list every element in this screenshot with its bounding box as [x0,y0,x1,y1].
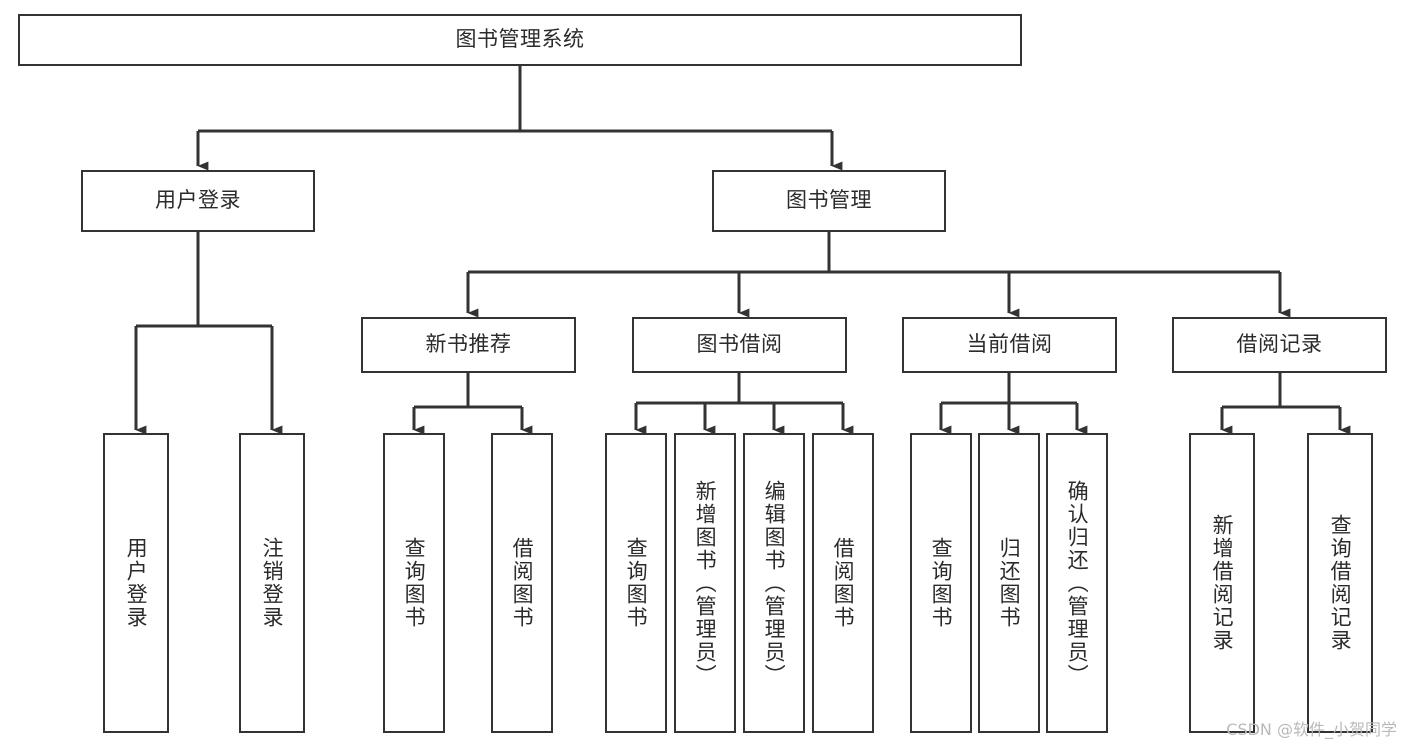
node-leaf-query-book-1[interactable]: 查询图书 [383,433,445,733]
node-leaf-return-book[interactable]: 归还图书 [978,433,1040,733]
node-leaf-confirm-return[interactable]: 确认归还（管理员） [1046,433,1108,733]
node-borrow-record[interactable]: 借阅记录 [1172,317,1387,373]
node-leaf-logout-label: 注销登录 [260,537,285,629]
node-leaf-return-book-label: 归还图书 [997,537,1022,629]
node-user-login-label: 用户登录 [155,188,241,213]
node-root[interactable]: 图书管理系统 [18,14,1022,66]
node-leaf-logout[interactable]: 注销登录 [239,433,305,733]
node-leaf-edit-book[interactable]: 编辑图书（管理员） [743,433,805,733]
node-borrow-record-label: 借阅记录 [1236,332,1323,357]
node-leaf-query-book-2[interactable]: 查询图书 [605,433,667,733]
node-book-management-label: 图书管理 [786,188,872,213]
node-leaf-query-book-1-label: 查询图书 [402,537,427,629]
node-leaf-query-book-3[interactable]: 查询图书 [910,433,972,733]
node-new-book-recommend[interactable]: 新书推荐 [361,317,576,373]
node-root-label: 图书管理系统 [455,27,585,52]
node-leaf-add-record-label: 新增借阅记录 [1210,514,1235,652]
node-leaf-add-book[interactable]: 新增图书（管理员） [674,433,736,733]
node-leaf-query-record[interactable]: 查询借阅记录 [1307,433,1373,733]
csdn-watermark: CSDN @软件_小贺同学 [1226,720,1397,739]
node-leaf-confirm-return-label: 确认归还（管理员） [1065,479,1090,687]
node-leaf-borrow-book-1-label: 借阅图书 [510,537,535,629]
node-leaf-edit-book-label: 编辑图书（管理员） [762,479,787,687]
node-user-login[interactable]: 用户登录 [81,170,315,232]
node-leaf-borrow-book-2[interactable]: 借阅图书 [812,433,874,733]
node-leaf-borrow-book-2-label: 借阅图书 [831,537,856,629]
node-leaf-query-book-3-label: 查询图书 [929,537,954,629]
node-leaf-user-login[interactable]: 用户登录 [103,433,169,733]
node-book-borrow[interactable]: 图书借阅 [632,317,847,373]
node-leaf-add-record[interactable]: 新增借阅记录 [1189,433,1255,733]
node-current-borrow[interactable]: 当前借阅 [902,317,1117,373]
node-leaf-borrow-book-1[interactable]: 借阅图书 [491,433,553,733]
node-book-borrow-label: 图书借阅 [696,332,783,357]
node-book-management[interactable]: 图书管理 [712,170,946,232]
node-current-borrow-label: 当前借阅 [966,332,1053,357]
node-leaf-query-book-2-label: 查询图书 [624,537,649,629]
node-leaf-query-record-label: 查询借阅记录 [1328,514,1353,652]
node-leaf-add-book-label: 新增图书（管理员） [693,479,718,687]
node-new-book-recommend-label: 新书推荐 [425,332,512,357]
node-leaf-user-login-label: 用户登录 [124,537,149,629]
